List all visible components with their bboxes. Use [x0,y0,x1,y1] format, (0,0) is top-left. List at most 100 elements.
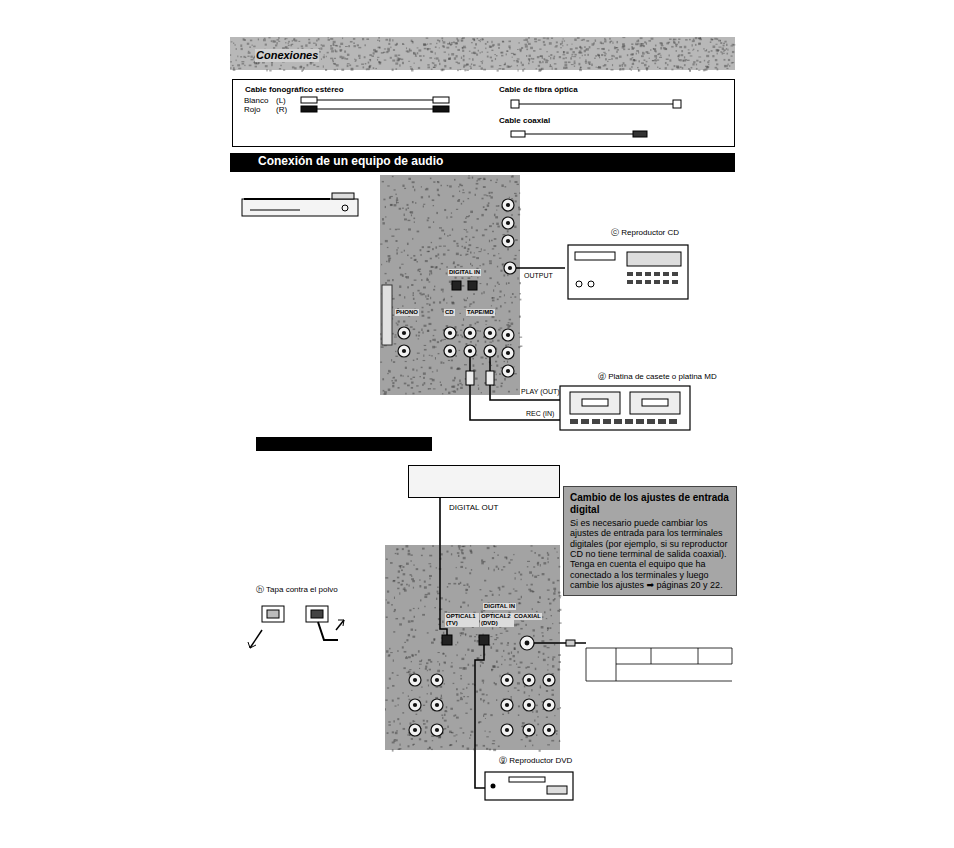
illustration-part [313,43,316,44]
illustration-part [405,209,407,211]
jack-pin [506,351,510,355]
illustration-part [467,248,469,250]
illustration-part [431,309,433,311]
illustration-part [419,697,421,698]
illustration-part [410,326,413,328]
terminal-label: TAPE/MD [466,309,495,316]
illustration-part [712,39,713,40]
illustration-part [555,45,557,46]
illustration-part [499,589,501,591]
illustration-part [450,44,453,45]
illustration-part [251,59,254,60]
illustration-part [484,194,487,195]
illustration-part [508,282,510,284]
illustration-part [253,46,255,48]
illustration-part [696,68,698,70]
illustration-part [508,344,509,345]
illustration-part [539,69,542,71]
jack [502,235,514,247]
illustration-part [448,360,450,361]
illustration-part [413,292,414,294]
illustration-part [439,63,440,65]
jack [398,327,410,339]
illustration-part [423,205,424,207]
illustration-part [426,298,428,300]
illustration-part [514,258,517,260]
illustration-part [230,67,232,68]
illustration-part [478,387,479,389]
illustration-part [469,192,471,194]
illustration-part [410,211,413,213]
illustration-part [435,255,437,257]
illustration-part [439,268,441,269]
illustration-part [450,57,451,59]
illustration-part [347,54,349,56]
illustration-part [403,320,405,322]
illustration-part [248,52,251,54]
illustration-part [423,287,426,289]
illustration-part [574,54,576,56]
illustration-part [497,667,499,668]
illustration-part [668,42,670,43]
illustration-part [500,290,502,292]
illustration-part [349,64,351,66]
illustration-part [680,66,682,68]
illustration-part [678,41,679,43]
illustration-part [340,56,343,58]
illustration-part [444,52,446,53]
button [636,280,642,284]
illustration-part [698,70,700,71]
illustration-part [402,43,404,45]
illustration-part [537,563,539,565]
illustration-part [385,206,386,208]
illustration-part [679,59,681,61]
illustration-part [404,218,407,220]
illustration-part [539,49,541,50]
illustration-part [276,39,279,40]
illustration-part [442,291,443,292]
illustration-part [564,61,567,63]
illustration-part [251,45,252,46]
illustration-part [456,717,459,719]
illustration-part [579,57,580,58]
illustration-part [504,302,506,303]
illustration-part [354,59,355,60]
coax-plug [511,131,525,137]
illustration-part [431,355,433,356]
cable-name: Cable coaxial [499,116,550,125]
illustration-part [608,59,610,60]
illustration-part [489,731,491,732]
illustration-part [395,351,396,352]
illustration-part [271,41,272,42]
illustration-part [271,62,273,64]
illustration-part [393,361,395,363]
illustration-part [464,47,466,48]
illustration-part [449,185,452,187]
illustration-part [518,671,521,673]
illustration-part [550,54,552,56]
illustration-part [429,388,431,389]
table-rule [586,648,587,681]
illustration-part [657,67,658,68]
illustration-part [671,46,673,48]
illustration-part [479,689,481,691]
illustration-part [492,45,495,46]
illustration-part [597,48,600,49]
illustration-part [636,53,637,55]
illustration-part [407,286,409,288]
illustration-part [546,51,547,52]
illustration-part [427,48,429,49]
illustration-part [504,361,505,362]
illustration-part [469,324,471,326]
illustration-part [544,611,546,613]
illustration-part [429,57,432,59]
illustration-part [469,239,470,241]
illustration-part [563,51,565,53]
illustration-part [638,39,639,40]
illustration-part [514,373,517,374]
cable-legend-box: Cable fonográfico estéreoCable de fibra … [232,79,735,147]
illustration-part [462,336,464,338]
illustration-part [533,50,535,52]
illustration-part [498,205,499,206]
illustration-part [457,552,459,554]
